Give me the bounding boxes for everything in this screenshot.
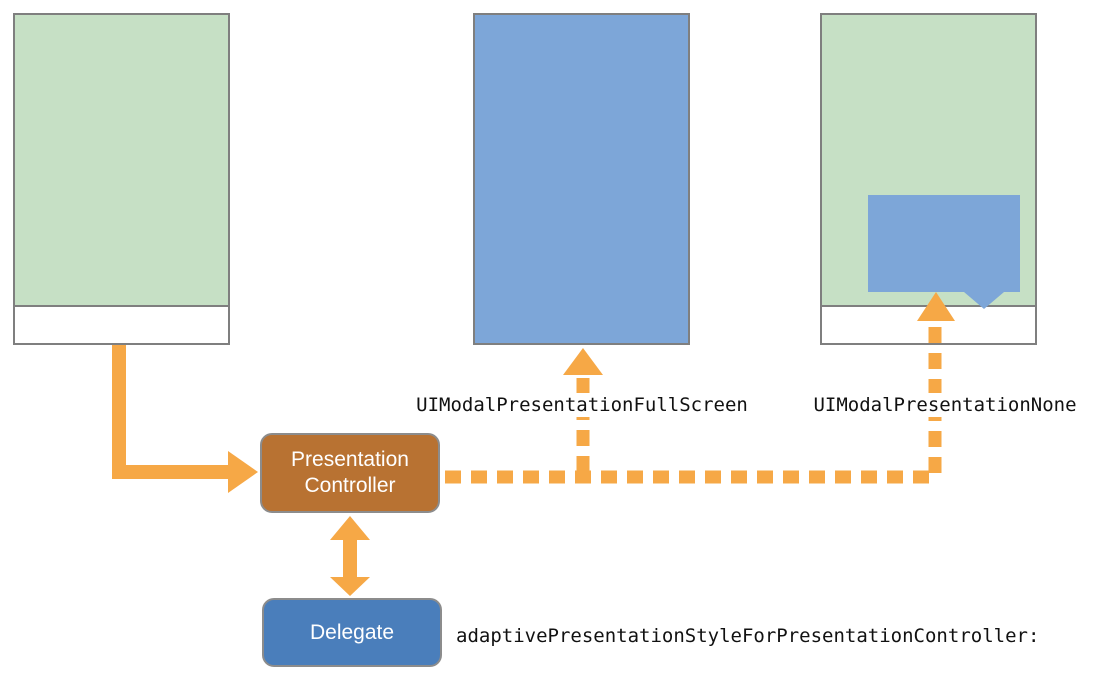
popover-tail-icon xyxy=(964,292,1004,309)
presentation-controller-label: Presentation Controller xyxy=(291,448,409,497)
presenting-view-device xyxy=(13,13,230,345)
presentation-controller-node: Presentation Controller xyxy=(260,433,440,513)
arrow-delegate-down-head-icon xyxy=(330,577,370,596)
label-fullscreen-style: UIModalPresentationFullScreen xyxy=(413,393,751,417)
arrow-source-to-controller xyxy=(112,345,228,479)
presenting-view-screen xyxy=(15,15,228,307)
arrow-delegate-up-head-icon xyxy=(330,516,370,540)
presenting-view-bottom-bar xyxy=(15,309,228,343)
delegate-node: Delegate xyxy=(262,598,442,667)
delegate-label: Delegate xyxy=(309,620,395,644)
popover-presentation-device xyxy=(820,13,1037,345)
arrow-fullscreen-head-icon xyxy=(563,348,603,375)
popover-view xyxy=(868,195,1020,292)
popover-host-bottom-bar xyxy=(822,309,1035,343)
label-delegate-method: adaptivePresentationStyleForPresentation… xyxy=(453,624,1043,648)
arrow-source-to-controller-head-icon xyxy=(228,451,258,493)
fullscreen-presentation-device xyxy=(473,13,690,345)
label-none-style: UIModalPresentationNone xyxy=(810,393,1080,417)
